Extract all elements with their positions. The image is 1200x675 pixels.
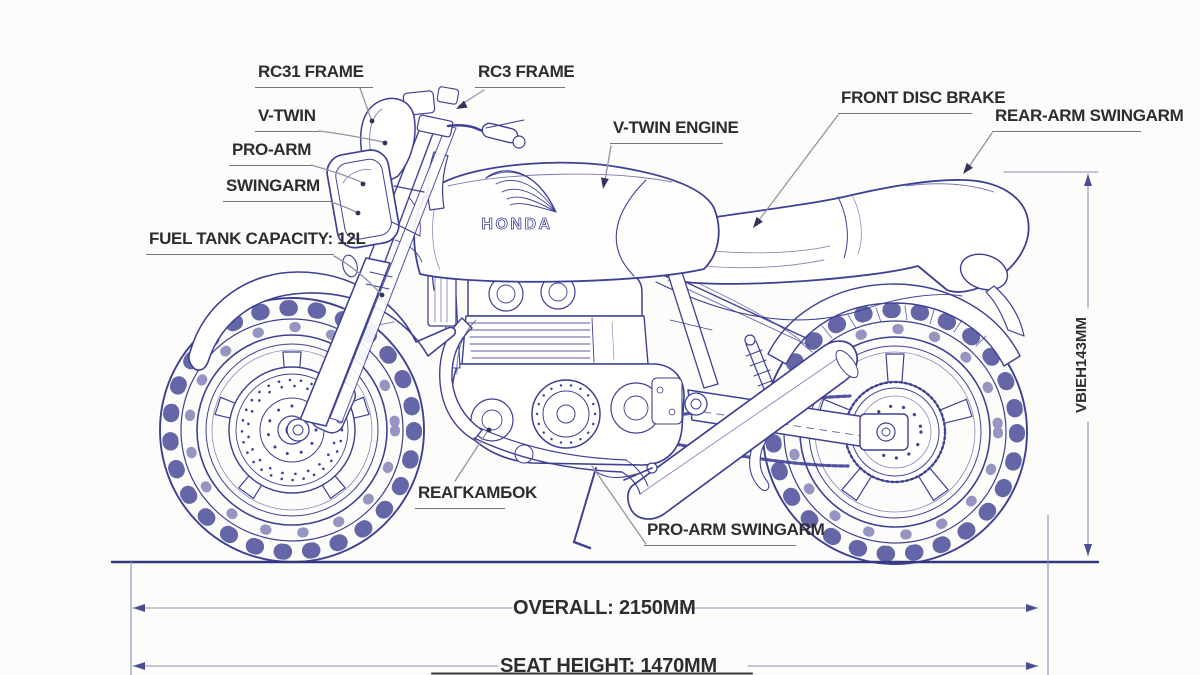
- callout-front-disc-brake-label: FRONT DISC BRAKE: [841, 88, 1006, 107]
- callout-v-twin: V-TWIN: [255, 106, 319, 132]
- dimension-overall-length: OVERALL: 2150MM: [513, 597, 696, 620]
- callout-pro-arm-swingarm: PRO-ARM SWINGARM: [644, 520, 825, 546]
- leader-front-disc-brake: [755, 114, 839, 225]
- kickstand: [573, 467, 597, 543]
- footpeg-hanger: [749, 437, 770, 491]
- dimension-seat-height-label: SEAT HEIGHT: 1470MM: [500, 655, 717, 675]
- callout-rear-kambok: REAГKAMБOK: [415, 483, 537, 509]
- callout-swingarm-label: SWINGARM: [226, 176, 320, 195]
- dimension-height-vertical: VBIEH143MM: [1073, 305, 1091, 425]
- honda-wing-logo: [485, 170, 557, 213]
- callout-rc31-frame-label: RC31 FRAME: [258, 62, 364, 81]
- front-fender: [188, 271, 456, 371]
- callout-rc3-frame: RC3 FRAME: [475, 62, 575, 88]
- exhaust-headers: [439, 317, 649, 495]
- leader-rear-arm-swingarm: [965, 132, 993, 172]
- callout-rc3-frame-label: RC3 FRAME: [478, 62, 575, 81]
- callout-swingarm: SWINGARM: [223, 176, 331, 202]
- muffler: [627, 340, 859, 520]
- brake-lever: [485, 119, 525, 129]
- dimension-overall-length-label: OVERALL: 2150MM: [513, 597, 696, 619]
- callout-v-twin-engine-label: V-TWIN ENGINE: [613, 118, 739, 137]
- rear-mudflap: [985, 285, 1025, 337]
- callout-pro-arm-label: PRO-ARM: [232, 140, 312, 159]
- callout-v-twin-label: V-TWIN: [258, 106, 316, 125]
- seat-tail: [649, 179, 1030, 337]
- honda-wordmark: HONDA: [481, 216, 552, 233]
- leader-swingarm: [330, 201, 357, 213]
- leader-fuel-tank: [333, 255, 381, 294]
- dimension-arrows: [133, 174, 1092, 670]
- callout-v-twin-engine: V-TWIN ENGINE: [610, 118, 739, 144]
- dimension-seat-height: SEAT HEIGHT: 1470MM: [500, 655, 717, 675]
- dimension-height-vertical-label: VBIEH143MM: [1073, 317, 1090, 413]
- callout-rc31-frame: RC31 FRAME: [255, 62, 373, 88]
- callout-pro-arm-swingarm-label: PRO-ARM SWINGARM: [647, 520, 825, 539]
- leader-rc31-frame: [359, 87, 372, 120]
- leader-rear-kambok: [454, 431, 488, 482]
- taillight: [959, 253, 1009, 291]
- callout-rear-arm-swingarm-label: REAR-ARM SWINGARM: [995, 106, 1184, 125]
- callout-fuel-tank-capacity: FUEL TANK CAPACITY: 12L: [146, 229, 366, 255]
- rear-fender: [767, 283, 1021, 367]
- callout-front-disc-brake: FRONT DISC BRAKE: [838, 88, 1006, 114]
- callout-pro-arm: PRO-ARM: [229, 140, 311, 166]
- callout-fuel-tank-capacity-label: FUEL TANK CAPACITY: 12L: [149, 229, 366, 248]
- leader-v-twin: [318, 130, 384, 143]
- leader-lines: [310, 87, 993, 545]
- leader-endpoints: [355, 100, 973, 433]
- leader-pro-arm: [310, 164, 362, 183]
- dimension-lines: [130, 171, 1099, 675]
- callout-rear-kambok-label: REAГKAMБOK: [418, 483, 537, 502]
- fuel-tank: HONDA: [413, 161, 720, 283]
- leader-pro-arm-swingarm: [591, 465, 647, 545]
- callout-rear-arm-swingarm: REAR-ARM SWINGARM: [992, 106, 1184, 132]
